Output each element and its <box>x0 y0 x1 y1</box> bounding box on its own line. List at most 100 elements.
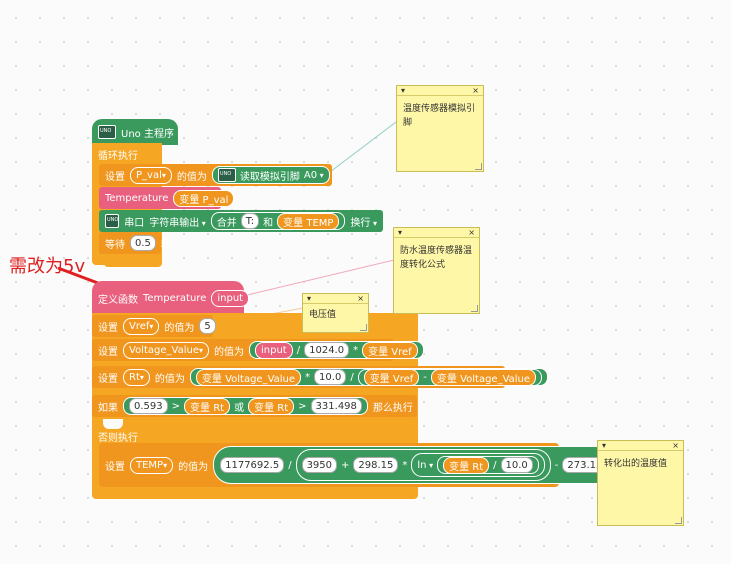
close-icon[interactable]: × <box>468 228 475 237</box>
pval-var-dropdown[interactable]: P_val <box>130 166 172 184</box>
multiply-operator: * <box>353 344 359 356</box>
set-keyword: 设置 <box>98 322 118 334</box>
low-threshold[interactable]: 0.593 <box>129 398 168 414</box>
minus-operator: - <box>554 459 559 471</box>
set-keyword: 设置 <box>105 171 125 183</box>
beta-value[interactable]: 3950 <box>301 457 338 473</box>
voltage-var[interactable]: 变量 Voltage_Value <box>430 368 537 386</box>
set-rt-block[interactable]: 设置 Rt 的值为 变量 Voltage_Value * 10.0 / 变量 V… <box>92 366 549 388</box>
define-label: 定义函数 <box>98 294 138 306</box>
resize-handle-icon[interactable] <box>471 305 478 312</box>
pval-arg[interactable]: 变量 P_val <box>173 189 235 207</box>
denominator-expression[interactable]: 3950 + 298.15 * ln 变量 Rt / 10.0 <box>295 449 551 481</box>
and-label: 和 <box>263 217 274 229</box>
concat-block[interactable]: 合并 T: 和 变量 TEMP <box>210 212 346 230</box>
minus-operator: - <box>423 371 427 383</box>
voltage-expression[interactable]: input / 1024.0 * 变量 Vref <box>249 341 424 359</box>
greater-operator: > <box>298 400 307 412</box>
rt-var[interactable]: 变量 Rt <box>443 456 490 474</box>
collapse-icon[interactable]: ▾ <box>307 294 312 303</box>
rt-var[interactable]: 变量 Rt <box>248 397 295 415</box>
multiply-operator: * <box>402 459 408 471</box>
then-label: 那么执行 <box>372 402 413 414</box>
input-arg[interactable]: input <box>255 341 293 359</box>
close-icon[interactable]: × <box>472 86 479 95</box>
note-text: 转化出的温度值 <box>604 459 668 469</box>
divide-operator: / <box>350 371 354 383</box>
divide-operator: / <box>296 344 301 356</box>
ratio-value[interactable]: 10.0 <box>500 457 533 473</box>
function-param[interactable]: input <box>211 289 250 307</box>
assign-label: 的值为 <box>214 346 244 358</box>
high-threshold[interactable]: 331.498 <box>310 398 362 414</box>
note-text: 电压值 <box>309 310 337 320</box>
wait-label: 等待 <box>105 239 125 251</box>
set-vref-block[interactable]: 设置 Vref 的值为 5 <box>92 315 216 337</box>
divisor-value[interactable]: 1024.0 <box>304 342 350 358</box>
collapse-icon[interactable]: ▾ <box>401 86 406 95</box>
if-block[interactable]: 如果 0.593 > 变量 Rt 或 变量 Rt > 331.498 那么执行 <box>92 395 417 417</box>
wait-value[interactable]: 0.5 <box>130 235 156 251</box>
if-keyword: 如果 <box>98 402 118 414</box>
assign-label: 的值为 <box>164 322 195 334</box>
ln-dropdown[interactable]: ln <box>417 460 433 471</box>
ln-expression[interactable]: ln 变量 Rt / 10.0 <box>411 453 545 477</box>
comment-note[interactable]: ▾ × 电压值 <box>302 293 369 333</box>
comment-note[interactable]: ▾× 防水温度传感器温度转化公式 <box>393 227 480 314</box>
temperature-call-block[interactable]: Temperature 变量 P_val <box>99 187 235 209</box>
temp-var-dropdown[interactable]: TEMP <box>130 456 174 474</box>
empty-then-slot <box>103 419 123 429</box>
vref-var[interactable]: 变量 Vref <box>362 341 418 359</box>
note-text: 温度传感器模拟引脚 <box>403 104 476 128</box>
voltage-var-dropdown[interactable]: Voltage_Value <box>123 341 209 359</box>
resize-handle-icon[interactable] <box>675 517 682 524</box>
resize-handle-icon[interactable] <box>475 163 482 170</box>
annotation-text: 需改为5v <box>9 256 86 277</box>
rt-subtraction[interactable]: 变量 Vref - 变量 Voltage_Value <box>357 368 543 386</box>
wait-unit: 秒 <box>160 239 171 251</box>
set-keyword: 设置 <box>98 373 118 385</box>
assign-label: 的值为 <box>176 171 207 183</box>
set-voltage-block[interactable]: 设置 Voltage_Value 的值为 input / 1024.0 * 变量… <box>92 339 424 361</box>
rt-var-dropdown[interactable]: Rt <box>123 368 150 386</box>
close-icon[interactable]: × <box>672 441 679 450</box>
vref-var[interactable]: 变量 Vref <box>363 368 420 386</box>
serial-print-dropdown[interactable]: 字符串输出 <box>149 214 206 229</box>
or-condition[interactable]: 0.593 > 变量 Rt 或 变量 Rt > 331.498 <box>123 397 368 415</box>
text-literal[interactable]: T: <box>240 213 260 229</box>
collapse-icon[interactable]: ▾ <box>602 441 607 450</box>
define-function-block[interactable]: 定义函数 Temperature input <box>92 281 250 315</box>
uno-main-program-block[interactable]: Uno 主程序 <box>92 119 178 145</box>
rt-ratio[interactable]: 变量 Rt / 10.0 <box>437 456 539 474</box>
wait-block[interactable]: 等待 0.5 秒 <box>99 232 171 254</box>
loop-bottom <box>104 254 162 267</box>
assign-label: 的值为 <box>178 461 209 473</box>
set-temp-block[interactable]: 设置 TEMP 的值为 1177692.5 / 3950 + 298.15 * … <box>99 443 615 487</box>
resize-handle-icon[interactable] <box>360 324 367 331</box>
uno-board-icon <box>217 168 236 182</box>
temp-expression[interactable]: 1177692.5 / 3950 + 298.15 * ln 变量 Rt / 1… <box>213 446 615 484</box>
temp-var[interactable]: 变量 TEMP <box>277 212 340 230</box>
kelvin-value[interactable]: 298.15 <box>353 457 399 473</box>
collapse-icon[interactable]: ▾ <box>398 228 403 237</box>
uno-board-icon <box>98 125 116 139</box>
divide-operator: / <box>493 459 497 471</box>
vref-value[interactable]: 5 <box>199 318 216 334</box>
newline-dropdown[interactable]: 换行 <box>350 214 377 229</box>
close-icon[interactable]: × <box>357 294 364 303</box>
comment-note[interactable]: ▾ × 转化出的温度值 <box>597 440 684 526</box>
rt-var[interactable]: 变量 Rt <box>184 397 231 415</box>
pin-dropdown[interactable]: A0 <box>304 170 324 181</box>
serial-print-block[interactable]: 串口 字符串输出 合并 T: 和 变量 TEMP 换行 <box>99 210 383 232</box>
voltage-var[interactable]: 变量 Voltage_Value <box>195 368 302 386</box>
comment-note[interactable]: ▾ × 温度传感器模拟引脚 <box>396 85 484 172</box>
resistor-value[interactable]: 10.0 <box>314 369 347 385</box>
set-pval-block[interactable]: 设置 P_val 的值为 读取模拟引脚 A0 <box>99 164 332 186</box>
loop-label: 循环执行 <box>98 150 138 162</box>
constant-value[interactable]: 1177692.5 <box>220 457 285 473</box>
analog-read-block[interactable]: 读取模拟引脚 A0 <box>211 166 330 184</box>
rt-expression[interactable]: 变量 Voltage_Value * 10.0 / 变量 Vref - 变量 V… <box>189 368 549 386</box>
vref-var-dropdown[interactable]: Vref <box>123 317 160 335</box>
main-program-title: Uno 主程序 <box>121 128 174 140</box>
uno-board-icon <box>105 214 120 228</box>
